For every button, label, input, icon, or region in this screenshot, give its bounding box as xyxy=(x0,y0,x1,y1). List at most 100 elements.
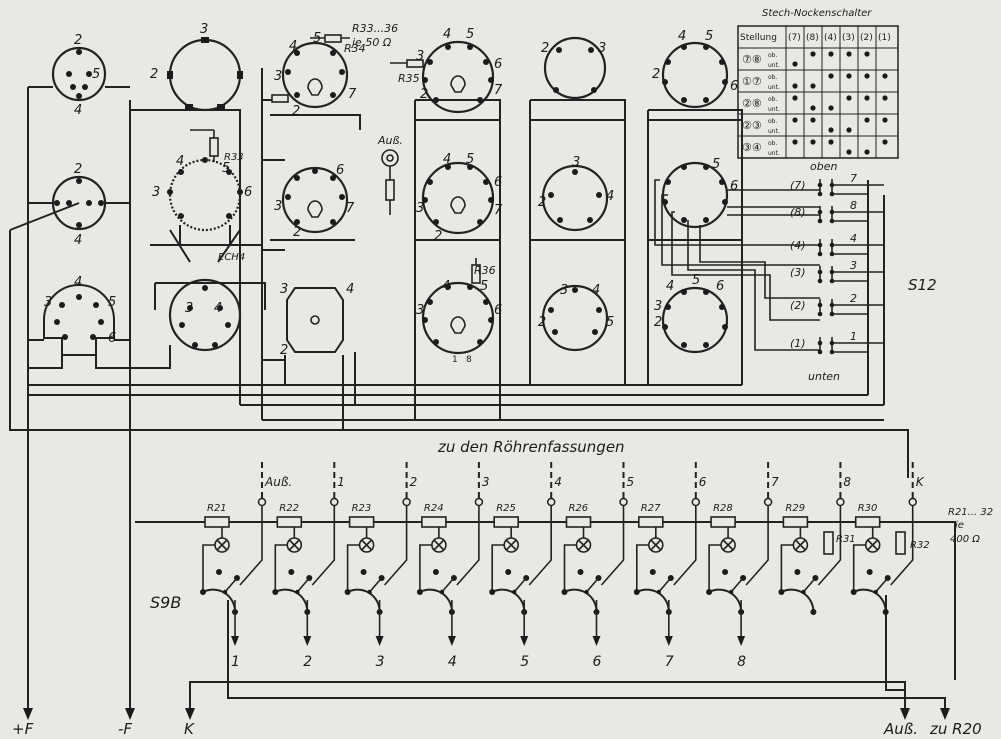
c4b-pin-6: 6 xyxy=(494,175,502,190)
s12-pos-left-2: (4) xyxy=(790,239,806,252)
switch-table-pos-0: ⑦⑧ xyxy=(742,53,762,66)
c6a-pin-2: 2 xyxy=(652,67,660,82)
s12-name-label: S12 xyxy=(908,276,937,294)
c6b-pin-6: 6 xyxy=(730,179,738,194)
c6c-pin-6: 6 xyxy=(716,279,724,294)
switch-table-dot xyxy=(846,73,852,79)
switch-table-dot xyxy=(810,51,816,57)
terminal-k: K xyxy=(184,720,195,738)
socket-c1c xyxy=(43,284,115,356)
switch-table-dot xyxy=(828,105,834,111)
column-6 xyxy=(647,41,820,385)
s12-pos-left-0: (7) xyxy=(790,179,806,192)
s12-pos-right-4: 2 xyxy=(850,292,857,305)
c5b-pin-2: 2 xyxy=(538,195,546,210)
resistor-28 xyxy=(710,516,736,528)
switch-table-pos-2: ②⑧ xyxy=(742,97,762,110)
column-2 xyxy=(130,37,266,385)
switch-table-head-3: (4) xyxy=(824,33,837,43)
r33-label: R33 xyxy=(224,152,244,163)
switch-table-dot xyxy=(882,117,888,123)
socket-c2c xyxy=(168,278,242,352)
s12-pos-right-0: 7 xyxy=(850,172,857,185)
c3a-pin-4: 4 xyxy=(289,39,297,54)
switch-table-dot xyxy=(882,95,888,101)
resistor-label-6: R27 xyxy=(641,503,661,514)
c6c-pin-5: 5 xyxy=(692,273,700,288)
range-value-je: je xyxy=(953,520,964,531)
tap-label-8: 8 xyxy=(843,475,851,489)
c3c-pin-2: 2 xyxy=(280,343,288,358)
switch-table-dot xyxy=(792,117,798,123)
c4a-pin-5: 5 xyxy=(466,27,474,42)
c4b-pin-4: 4 xyxy=(443,152,451,167)
output-label-7: 8 xyxy=(737,654,746,670)
switch-table-sub-unt-1: unt. xyxy=(768,84,780,91)
socket-c3c xyxy=(286,287,344,353)
labels: 2 5 4 2 4 4 3 5 6 2 3 4 5 3 6 3 4 ECH4 R… xyxy=(12,22,993,738)
tap-label-4: 4 xyxy=(554,475,562,489)
output-label-2: 3 xyxy=(376,654,385,670)
c6a-pin-6: 6 xyxy=(730,79,738,94)
s12-pos-right-5: 1 xyxy=(850,330,857,343)
switch-table: Stech-NockenschalterStellung(7)(8)(4)(3)… xyxy=(737,8,899,159)
c6c-pin-4: 4 xyxy=(666,279,674,294)
rotary-switch-s9b xyxy=(419,588,453,613)
r34-label: R34 xyxy=(344,42,366,55)
socket-c5a xyxy=(543,36,607,100)
tap-label-2: 2 xyxy=(410,475,418,489)
range-label: R21... 32 xyxy=(948,507,993,518)
rotary-switch-s9b xyxy=(853,588,887,613)
socket-c4a xyxy=(421,40,495,114)
switch-table-dot xyxy=(864,95,870,101)
switch-table-title: Stech-Nockenschalter xyxy=(762,8,872,19)
switch-table-head-1: (7) xyxy=(788,33,801,43)
c1c-pin-3: 3 xyxy=(44,295,52,310)
c2b-pin-4: 4 xyxy=(176,154,184,169)
resistor-30 xyxy=(854,516,881,528)
c5c-pin-3: 3 xyxy=(560,283,568,298)
c3c-pin-3: 3 xyxy=(280,282,288,297)
tap-label-0: Auß. xyxy=(264,475,292,489)
tap-label-6: 6 xyxy=(699,475,707,489)
switch-table-dot xyxy=(864,117,870,123)
c4a-pin-3: 3 xyxy=(416,49,424,64)
tube-sockets-label: zu den Röhrenfassungen xyxy=(437,438,625,456)
switch-table-dot xyxy=(846,51,852,57)
output-label-3: 4 xyxy=(448,654,457,670)
resistor-26 xyxy=(565,516,592,528)
resistor-label-3: R24 xyxy=(424,503,444,514)
c4c-pin-6: 6 xyxy=(494,303,502,318)
c3b-pin-6: 6 xyxy=(336,163,344,178)
switch-table-dot xyxy=(810,105,816,111)
c2a-pin-2: 2 xyxy=(150,67,158,82)
switch-table-sub-ob-0: ob. xyxy=(768,52,777,59)
resistor-22 xyxy=(276,516,303,528)
s9b-label: S9B xyxy=(150,593,181,612)
c5a-pin-3: 3 xyxy=(598,41,606,56)
switch-table-sub-unt-2: unt. xyxy=(768,106,780,113)
c2b-pin-5: 5 xyxy=(222,161,230,176)
c1a-pin-2: 2 xyxy=(74,33,82,48)
column-5 xyxy=(529,36,626,385)
switch-table-head-4: (3) xyxy=(842,33,855,43)
c6c-pin-2: 2 xyxy=(654,315,662,330)
column-4 xyxy=(381,40,501,420)
output-label-4: 5 xyxy=(520,654,529,670)
c2c-pin-4: 4 xyxy=(214,301,222,316)
switch-table-pos-1: ①⑦ xyxy=(742,75,762,88)
socket-c3a xyxy=(281,41,349,109)
c2c-pin-3: 3 xyxy=(185,301,193,316)
resistor-24 xyxy=(421,516,447,528)
s12-pos-left-5: (1) xyxy=(790,337,806,350)
socket-c5c xyxy=(541,284,609,352)
resistor-23 xyxy=(348,516,375,528)
c4c-pin-5: 5 xyxy=(480,279,488,294)
c4c-pin-3: 3 xyxy=(416,303,424,318)
switch-table-dot xyxy=(792,83,798,89)
c4b-pin-7: 7 xyxy=(494,203,503,218)
switch-table-dot xyxy=(810,139,816,145)
s12-pos-left-4: (2) xyxy=(790,299,806,312)
r33-36-label: R33...36 xyxy=(352,22,398,35)
